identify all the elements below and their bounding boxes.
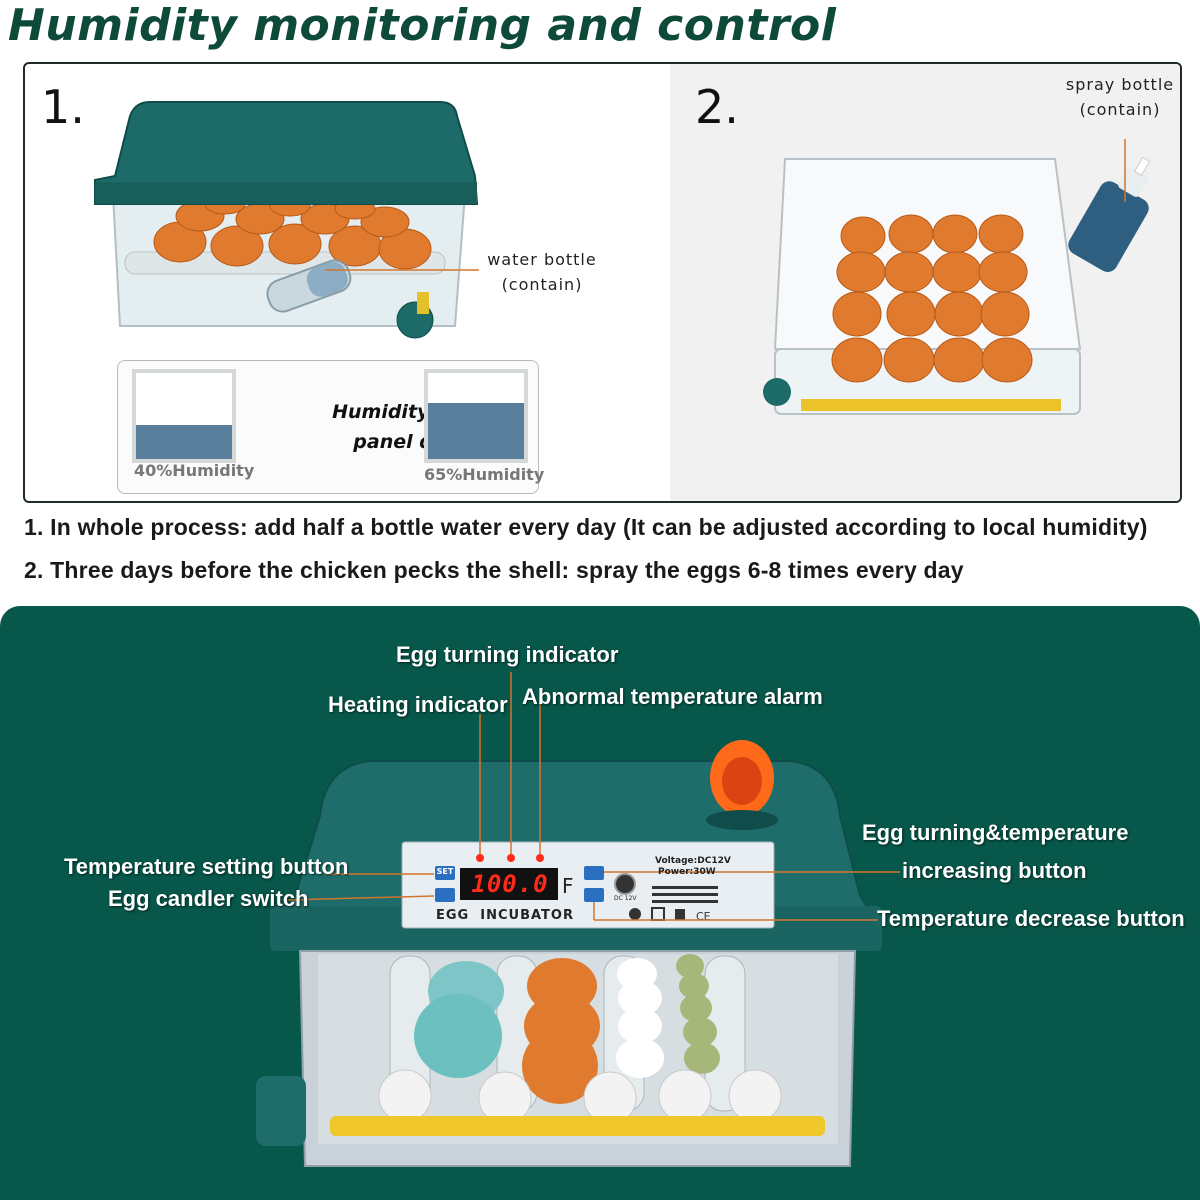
- temperature-setting-label: Temperature setting button: [64, 854, 349, 879]
- egg-turning-temp-label-line-2: increasing button: [902, 858, 1087, 883]
- humidity-65-panel: [424, 369, 528, 463]
- candler-switch-label: Egg candler switch: [108, 886, 309, 911]
- egg-turning-temp-label-line-1: Egg turning&temperature: [862, 820, 1129, 845]
- instruction-line-2: 2. Three days before the chicken pecks t…: [24, 557, 964, 583]
- temperature-decrease-button[interactable]: [585, 889, 603, 901]
- spray-bottle-sub-label: (contain): [1079, 100, 1161, 119]
- spray-bottle-callout: spray bottle (contain): [1055, 72, 1180, 122]
- voltage-label: Voltage:DC12V: [655, 856, 731, 866]
- water-bottle-label: water bottle: [487, 250, 597, 269]
- temperature-increase-button[interactable]: [585, 867, 603, 879]
- svg-text:CE: CE: [696, 910, 711, 923]
- spray-bottle-label: spray bottle: [1065, 75, 1175, 94]
- humidity-40-label: 40%Humidity: [134, 461, 255, 480]
- instruction-line-1: 1. In whole process: add half a bottle w…: [24, 514, 1148, 540]
- egg-turning-indicator-label: Egg turning indicator: [396, 642, 619, 667]
- abnormal-alarm-label: Abnormal temperature alarm: [522, 684, 823, 709]
- panel-1-number: 1.: [41, 80, 85, 134]
- page-title: Humidity monitoring and control: [8, 0, 837, 51]
- temperature-decrease-label: Temperature decrease button: [877, 906, 1185, 931]
- temperature-display: 100.0: [471, 870, 549, 898]
- egg-tray-with-spray-bottle-image: [763, 139, 1151, 415]
- humidity-40-panel: [132, 369, 236, 463]
- water-bottle-callout: water bottle (contain): [477, 247, 607, 297]
- temperature-unit: F: [562, 874, 574, 898]
- humidity-panel-design-box: 40%Humidity Humidity control panel desig…: [117, 360, 544, 494]
- humidity-65-label: 65%Humidity: [424, 465, 545, 484]
- set-button[interactable]: SET: [436, 867, 454, 876]
- humidity-40-level: [136, 424, 232, 459]
- control-panel-section: CE: [0, 606, 1200, 1200]
- heating-indicator-label: Heating indicator: [328, 692, 508, 717]
- panel-2-number: 2.: [695, 80, 739, 134]
- humidity-illustration-box: 1. 2.: [23, 62, 1182, 503]
- power-label: Power:30W: [658, 867, 716, 877]
- humidity-65-level: [428, 403, 524, 459]
- device-name: EGG INCUBATOR: [436, 908, 574, 923]
- dc-input-label: DC 12V: [614, 895, 637, 902]
- water-bottle-sub-label: (contain): [501, 275, 583, 294]
- incubator-with-water-bottle-image: [94, 101, 479, 339]
- incubator-control-panel-image: CE: [256, 672, 900, 1167]
- candler-switch-button[interactable]: [437, 889, 453, 901]
